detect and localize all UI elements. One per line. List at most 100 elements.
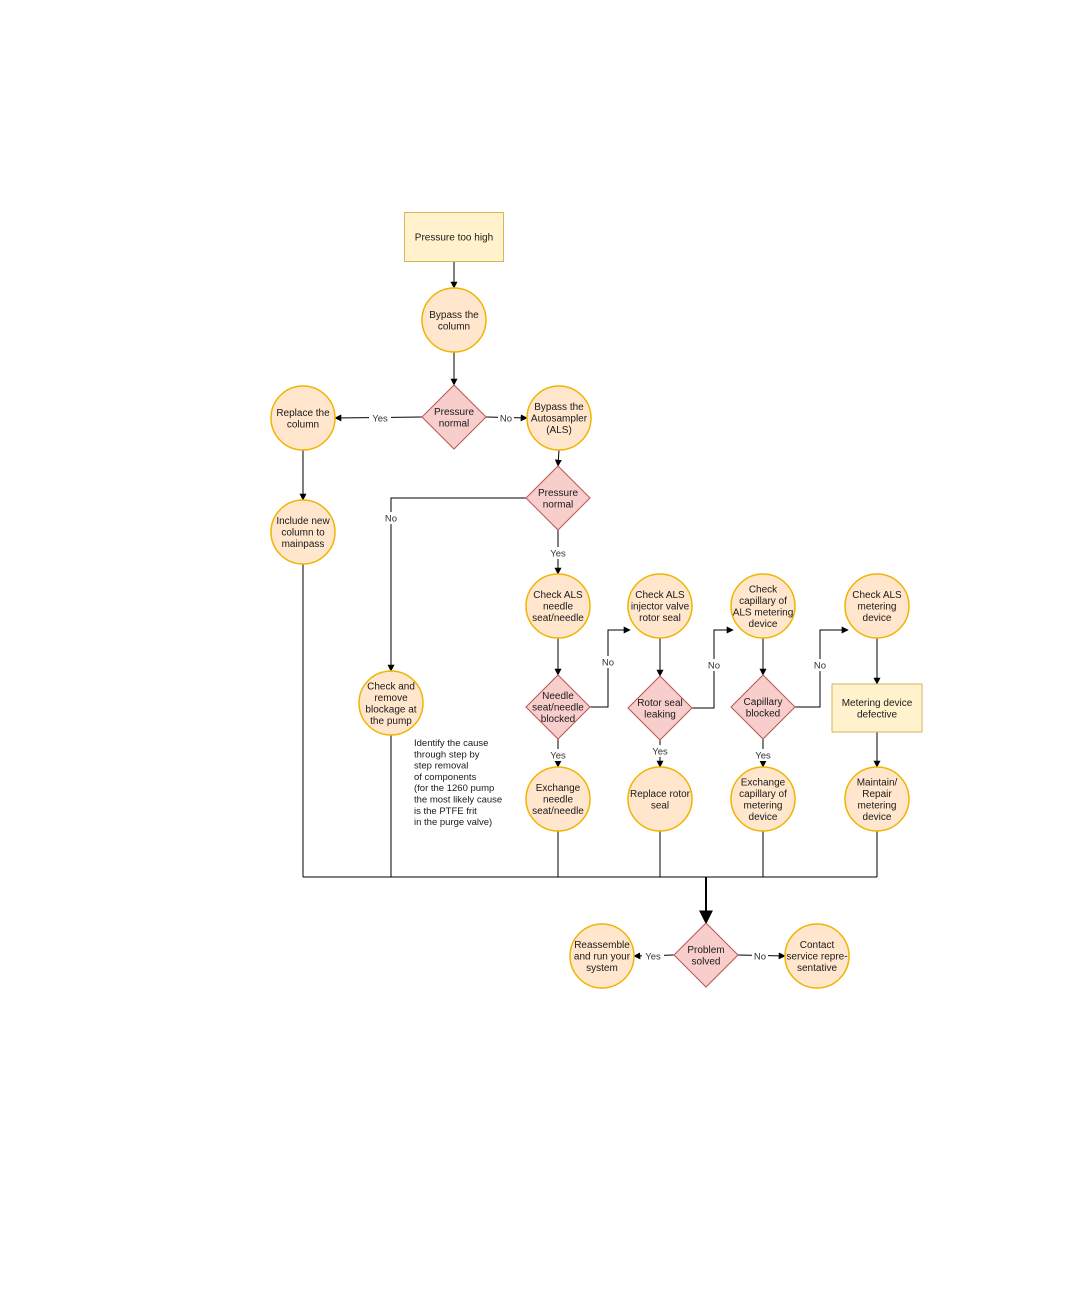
step-circle xyxy=(730,573,796,639)
node-label-line: and run your xyxy=(574,952,631,963)
edge-label-text: No xyxy=(754,952,766,963)
edge-label-no: No xyxy=(752,950,768,963)
edge-label-text: No xyxy=(708,661,720,672)
node-label-line: blocked xyxy=(746,708,780,719)
node-label-line: Pressure xyxy=(434,407,474,418)
node-label-line: sentative xyxy=(797,963,837,974)
node-label-line: needle xyxy=(543,795,573,806)
node-label-line: Problem xyxy=(687,945,724,956)
step-circle xyxy=(358,670,424,736)
node-label-line: seat/needle xyxy=(532,703,584,714)
node-label-line: Exchange xyxy=(536,783,581,794)
node-label-line: device xyxy=(749,812,778,823)
node-label-line: the pump xyxy=(370,716,412,727)
node-label-line: blockage at xyxy=(365,704,416,715)
note-line: in the purge valve) xyxy=(414,817,492,828)
node-label-line: ALS metering xyxy=(733,607,794,618)
note-line: of components xyxy=(414,772,477,783)
node-label-line: Pressure xyxy=(538,488,578,499)
step-circle xyxy=(569,923,635,989)
node-label-line: (ALS) xyxy=(546,425,572,436)
node-label-line: metering xyxy=(858,800,897,811)
edge-label-yes: Yes xyxy=(547,749,569,762)
node-label-line: Check ALS xyxy=(635,590,685,601)
node-label-line: service repre- xyxy=(786,952,847,963)
node-label-line: Rotor seal xyxy=(637,698,683,709)
node-label-line: column xyxy=(287,419,319,430)
node-label-line: defective xyxy=(857,709,897,720)
step-circle xyxy=(784,923,850,989)
node-label-line: Include new xyxy=(276,516,330,527)
decision-diamond xyxy=(627,675,693,741)
note-line: the most likely cause xyxy=(414,795,502,806)
edge-label-text: Yes xyxy=(550,549,566,560)
node-label-line: Contact xyxy=(800,940,835,951)
edge-label-no: No xyxy=(600,656,616,669)
edge-label-yes: Yes xyxy=(649,745,671,758)
node-label-line: seat/needle xyxy=(532,806,584,817)
node-label-line: column xyxy=(438,321,470,332)
node-label-line: Check and xyxy=(367,681,415,692)
decision-diamond xyxy=(525,465,591,531)
node-label-line: Metering device xyxy=(842,698,913,709)
node-label-line: Reassemble xyxy=(574,940,630,951)
node-label-line: Repair xyxy=(862,789,892,800)
decision-diamond xyxy=(525,674,591,740)
edge-bypass-als-to-decision2 xyxy=(554,449,562,467)
edge-needle-no-to-check-rotor xyxy=(590,626,631,708)
edge-label-text: No xyxy=(385,514,397,525)
node-label-line: seal xyxy=(651,800,669,811)
node-label-line: Bypass the xyxy=(534,402,584,413)
note-line: is the PTFE frit xyxy=(414,806,477,817)
decision-diamond xyxy=(730,674,796,740)
note-line: step removal xyxy=(414,761,468,772)
edge-label-yes: Yes xyxy=(547,547,569,560)
node-label-line: device xyxy=(749,619,778,630)
edge-label-no: No xyxy=(498,412,514,425)
node-pressure-too-high: Pressure too high xyxy=(404,212,504,262)
node-label-line: leaking xyxy=(644,709,676,720)
node-label-line: Check xyxy=(749,584,778,595)
node-label-line: normal xyxy=(439,418,470,429)
edge-label-text: Yes xyxy=(755,751,771,762)
edge-label-no: No xyxy=(812,659,828,672)
edge-label-text: No xyxy=(814,661,826,672)
step-circle xyxy=(730,766,796,832)
node-label-line: Capillary xyxy=(744,697,783,708)
node-label-line: Needle xyxy=(542,691,574,702)
node-label-line: Bypass the xyxy=(429,310,479,321)
edge-label-no: No xyxy=(706,659,722,672)
node-label-line: seat/needle xyxy=(532,613,584,624)
edge-label-no: No xyxy=(383,512,399,525)
edge-label-text: Yes xyxy=(372,414,388,425)
step-circle xyxy=(844,766,910,832)
note-line: (for the 1260 pump xyxy=(414,783,494,794)
step-circle xyxy=(525,766,591,832)
edge-decision2-to-blockage xyxy=(387,497,526,672)
edge-label-text: No xyxy=(500,414,512,425)
node-label-line: Pressure too high xyxy=(415,233,493,244)
node-label-line: normal xyxy=(543,499,574,510)
step-circle xyxy=(525,573,591,639)
step-circle xyxy=(270,385,336,451)
step-circle xyxy=(526,385,592,451)
node-label-line: remove xyxy=(374,693,408,704)
edge-label-yes: Yes xyxy=(642,950,664,963)
node-label-line: device xyxy=(863,613,892,624)
